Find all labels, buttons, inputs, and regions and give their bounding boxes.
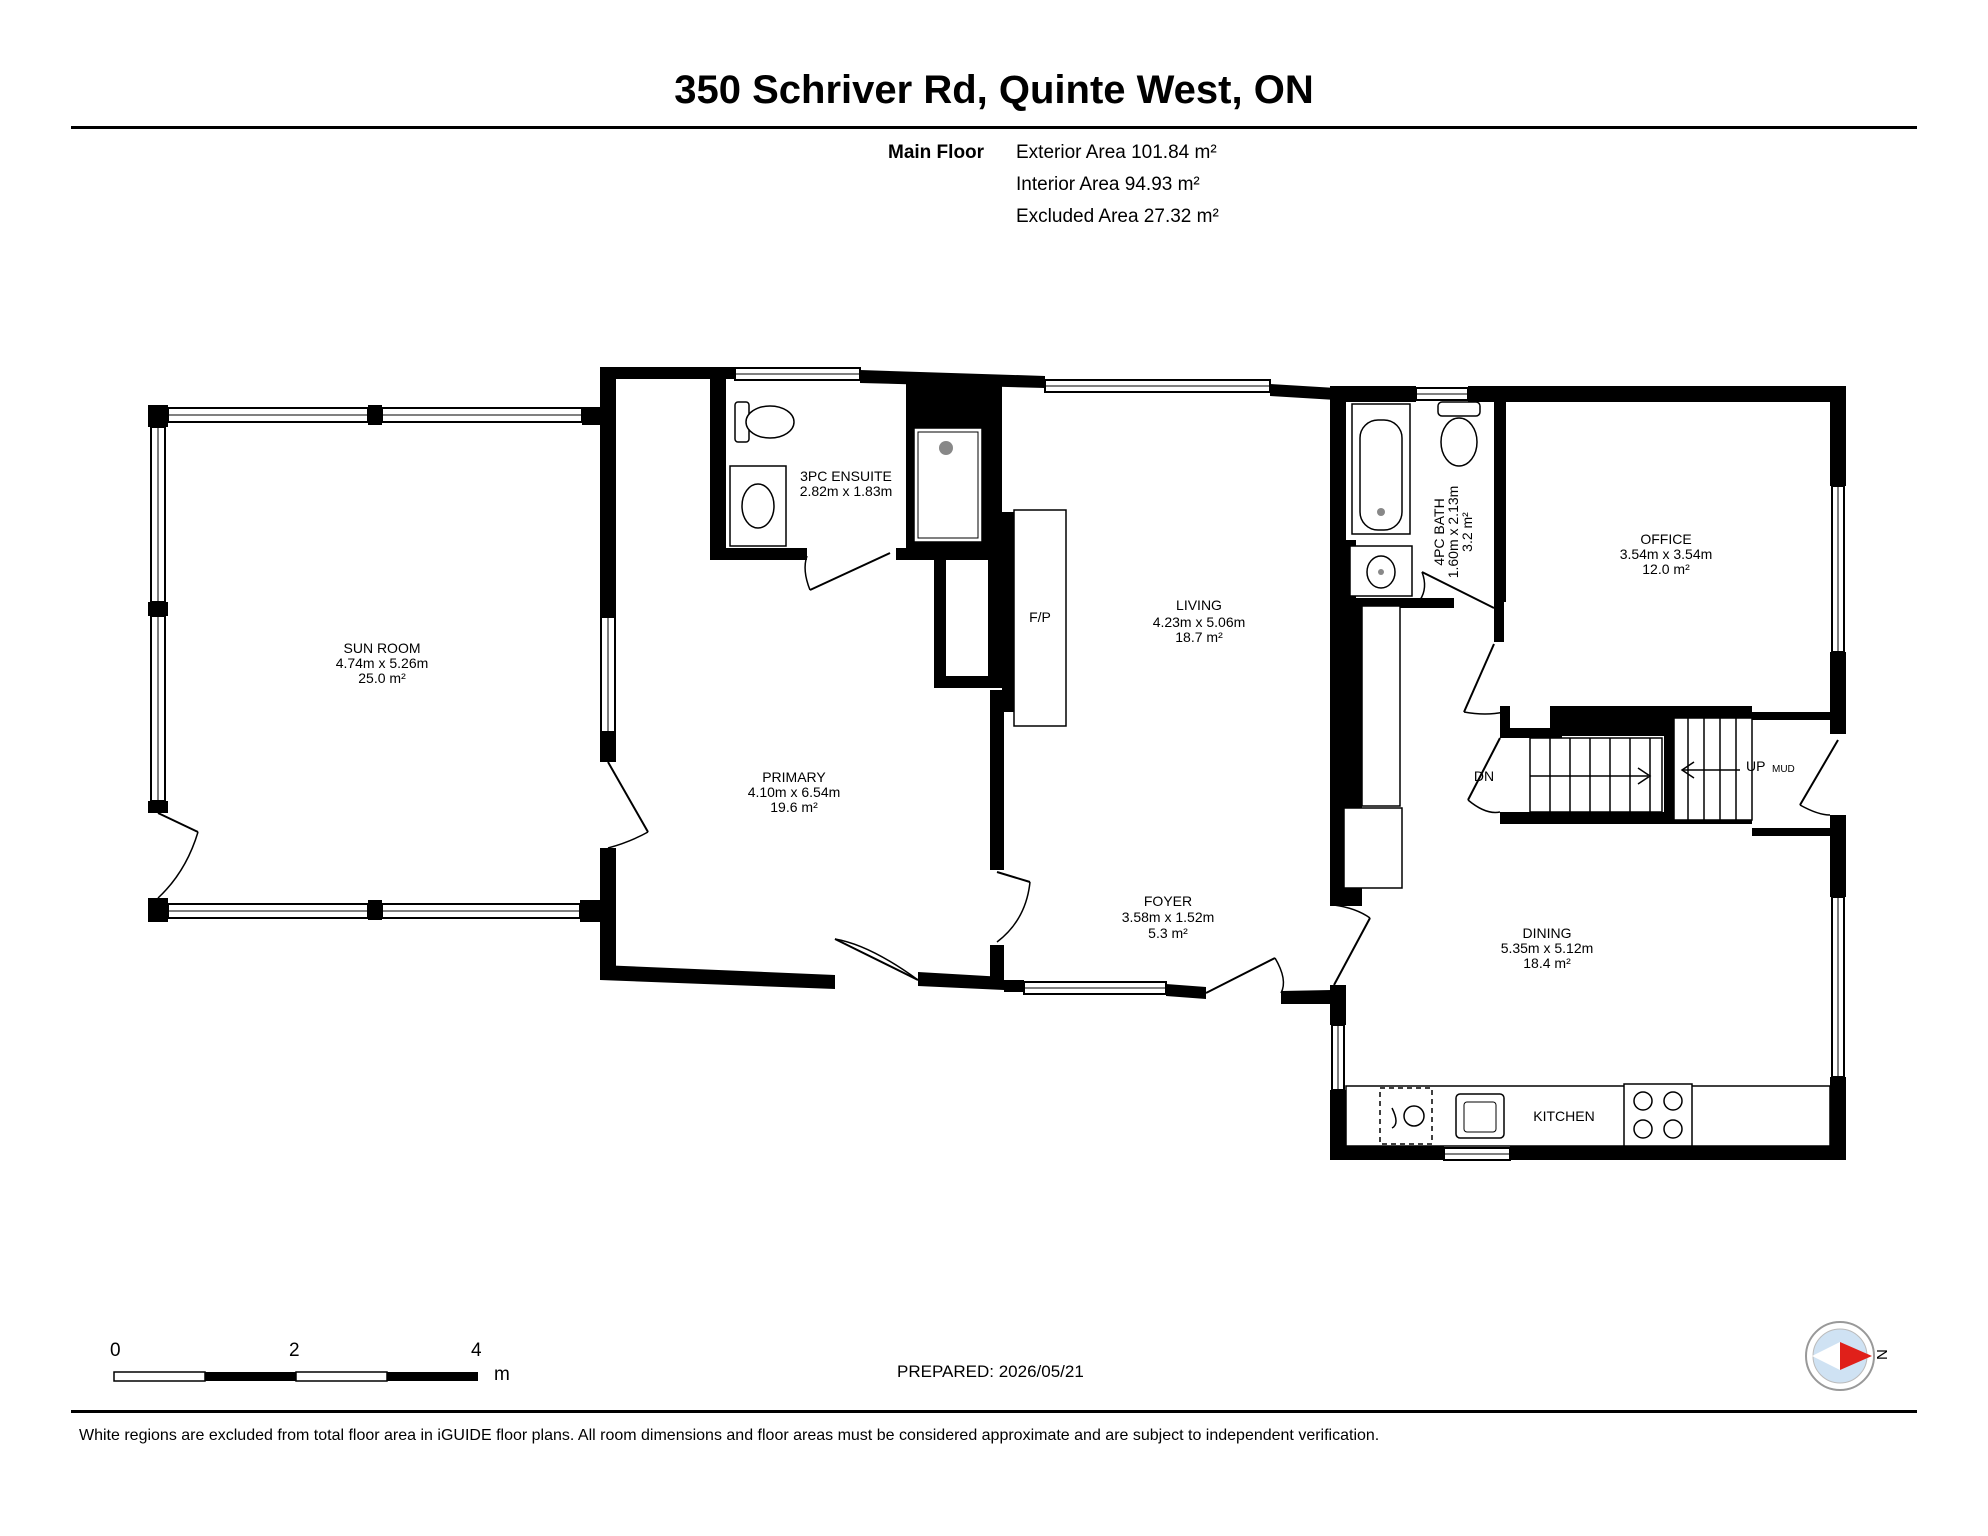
living-dims: 4.23m x 5.06m (1153, 614, 1246, 630)
office-area: 12.0 m² (1642, 561, 1690, 577)
primary-walls (600, 367, 1045, 990)
mud-label: MUD (1772, 764, 1795, 775)
living-name: LIVING (1176, 597, 1222, 613)
compass-north-label: N (1872, 1349, 1890, 1360)
kitchen-counter (1345, 1083, 1831, 1147)
bath-name: 4PC BATH (1431, 498, 1447, 565)
title-divider (71, 126, 1917, 129)
dining-name: DINING (1523, 925, 1572, 941)
primary-dims: 4.10m x 6.54m (748, 784, 841, 800)
stairs-down (1529, 737, 1663, 813)
prepared-date: PREPARED: 2026/05/21 (897, 1362, 1084, 1381)
foyer-dims: 3.58m x 1.52m (1122, 909, 1215, 925)
bath-dims: 1.60m x 2.13m (1445, 486, 1461, 579)
scale-tick-4: 4 (471, 1340, 482, 1361)
dining-area: 18.4 m² (1523, 955, 1571, 971)
ensuite-dims: 2.82m x 1.83m (800, 483, 893, 499)
primary-name: PRIMARY (762, 769, 826, 785)
page-title: 350 Schriver Rd, Quinte West, ON (674, 68, 1314, 112)
disclaimer-text: White regions are excluded from total fl… (79, 1427, 1380, 1444)
office-dims: 3.54m x 3.54m (1620, 546, 1713, 562)
compass-icon (1805, 1321, 1875, 1391)
stairs-down-label: DN (1474, 768, 1494, 784)
exterior-area: Exterior Area 101.84 m² (1016, 142, 1217, 163)
scale-tick-2: 2 (289, 1340, 300, 1361)
stairs-up-label: UP (1746, 758, 1765, 774)
sun-room-walls (148, 405, 602, 922)
footer-divider (71, 1410, 1917, 1413)
sun-room-name: SUN ROOM (344, 640, 421, 656)
dining-dims: 5.35m x 5.12m (1501, 940, 1594, 956)
ensuite-name: 3PC ENSUITE (800, 468, 892, 484)
foyer-name: FOYER (1144, 893, 1192, 909)
right-wing-walls (1330, 386, 1846, 1161)
interior-area: Interior Area 94.93 m² (1016, 174, 1200, 195)
ensuite-fixtures (729, 401, 953, 547)
sun-room-area: 25.0 m² (358, 670, 406, 686)
office-name: OFFICE (1640, 531, 1691, 547)
excluded-area: Excluded Area 27.32 m² (1016, 206, 1219, 227)
kitchen-name: KITCHEN (1533, 1108, 1594, 1124)
bath-area: 3.2 m² (1459, 512, 1475, 552)
floor-label: Main Floor (888, 142, 985, 163)
living-area: 18.7 m² (1175, 629, 1223, 645)
foyer-area: 5.3 m² (1148, 925, 1188, 941)
room-labels: SUN ROOM 4.74m x 5.26m 25.0 m² PRIMARY 4… (336, 468, 1795, 1124)
fireplace-label: F/P (1029, 609, 1051, 625)
scale-bar (113, 1371, 478, 1382)
sun-room-dims: 4.74m x 5.26m (336, 655, 429, 671)
stairs-up (1673, 717, 1753, 821)
living-walls (1004, 379, 1371, 1004)
scale-tick-0: 0 (110, 1340, 121, 1361)
primary-area: 19.6 m² (770, 799, 818, 815)
scale-unit: m (494, 1364, 510, 1385)
